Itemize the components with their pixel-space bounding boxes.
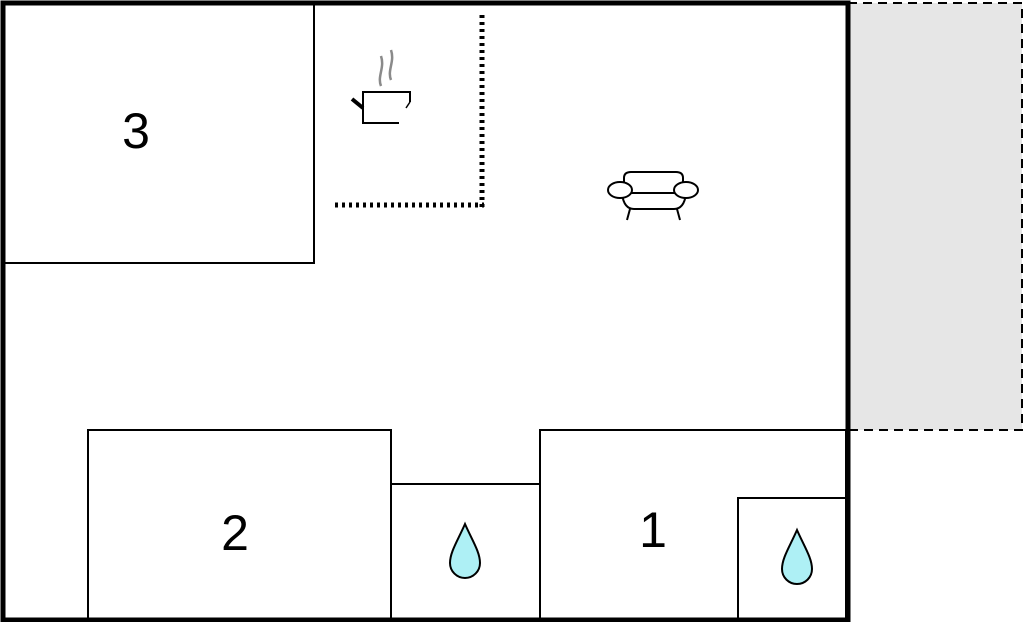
room-label-2: 2 [221,505,249,561]
room-label-3: 3 [122,103,150,159]
outer-wall [0,0,851,622]
bedroom-3 [2,2,315,264]
cooking-pot-icon [350,49,411,124]
terrace-area [847,2,1023,431]
sofa-icon [607,171,699,221]
water-drop-icon [448,521,482,579]
room-label-1: 1 [639,502,667,558]
water-drop-icon [780,527,814,585]
bathroom-2 [737,497,847,621]
